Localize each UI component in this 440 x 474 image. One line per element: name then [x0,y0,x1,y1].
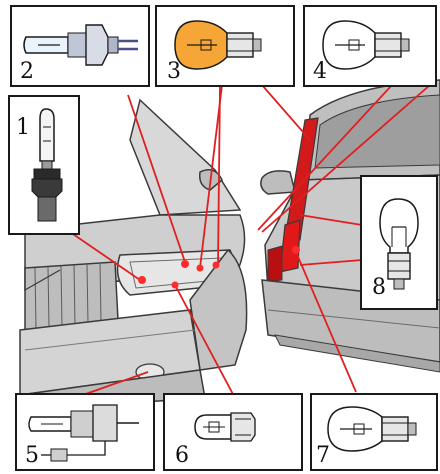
callout-7: 7 [310,393,438,471]
callout-number: 3 [167,61,181,83]
callout-5: 5 [15,393,155,471]
callout-number: 4 [313,61,327,83]
lamp-dot-brake [292,246,300,254]
callout-8: 8 [360,175,438,310]
callout-1: 1 [8,95,80,235]
callout-number: 6 [175,445,189,467]
lamp-dot-indicator [197,265,204,272]
callout-number: 2 [20,61,34,83]
callout-number: 8 [372,277,386,299]
lamp-dot-side [213,262,220,269]
callout-6: 6 [163,393,303,471]
callout-4: 4 [303,5,437,87]
lamp-dot-headlight [138,276,146,284]
leader-line-3c [262,85,310,140]
halogen-headlight-bulb-icon [10,97,78,233]
callout-2: 2 [10,5,150,87]
lamp-dot-main-beam [181,260,189,268]
clear-brake-bulb-icon [312,395,436,469]
callout-number: 7 [316,445,330,467]
callout-3: 3 [155,5,295,87]
callout-number: 5 [25,445,39,467]
lamp-dot-marker [172,282,179,289]
